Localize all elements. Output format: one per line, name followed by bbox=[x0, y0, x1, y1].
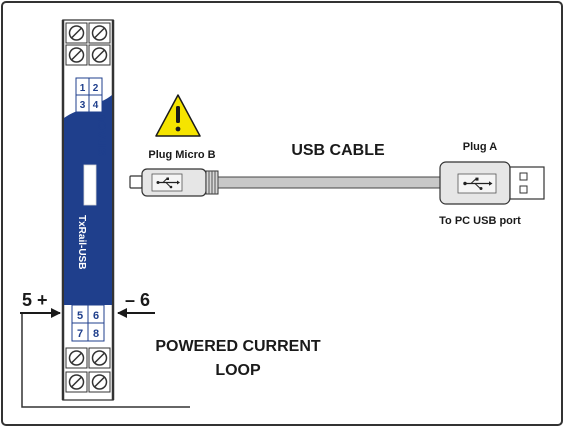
warning-triangle-icon bbox=[155, 94, 201, 137]
terminal-7: 7 bbox=[77, 328, 83, 340]
loop-label-line1: POWERED CURRENT bbox=[155, 338, 321, 355]
usb-cable-label: USB CABLE bbox=[291, 142, 385, 159]
terminal-plus-label: 5 + bbox=[22, 290, 48, 310]
brand-logo: novus bbox=[94, 112, 111, 156]
plug-a-metal bbox=[509, 166, 545, 200]
plug-a-label: Plug A bbox=[463, 141, 497, 153]
device-model-label: TxRail-USB bbox=[76, 215, 87, 269]
cable-wire bbox=[217, 176, 441, 189]
loop-label-line2: LOOP bbox=[215, 362, 261, 379]
terminal-1: 1 bbox=[80, 83, 86, 94]
terminal-6: 6 bbox=[93, 310, 99, 322]
terminal-5: 5 bbox=[77, 310, 83, 322]
txrail-usb-device bbox=[61, 19, 115, 401]
top-terminal-numbers: 1 2 3 4 bbox=[75, 77, 103, 113]
usb-symbol-icon bbox=[457, 173, 497, 194]
to-pc-usb-label: To PC USB port bbox=[439, 215, 521, 227]
micro-b-tip bbox=[129, 175, 143, 189]
terminal-3: 3 bbox=[80, 100, 86, 111]
usb-symbol-icon bbox=[151, 173, 183, 192]
bottom-terminal-numbers: 5 6 7 8 bbox=[71, 304, 105, 342]
bottom-screw-block bbox=[65, 347, 111, 393]
terminal-minus-label: – 6 bbox=[125, 290, 150, 310]
top-screw-block bbox=[65, 22, 111, 66]
plug-micro-b-label: Plug Micro B bbox=[148, 149, 215, 161]
terminal-8: 8 bbox=[93, 328, 99, 340]
terminal-2: 2 bbox=[93, 83, 99, 94]
terminal-4: 4 bbox=[93, 100, 99, 111]
device-window bbox=[83, 164, 97, 206]
